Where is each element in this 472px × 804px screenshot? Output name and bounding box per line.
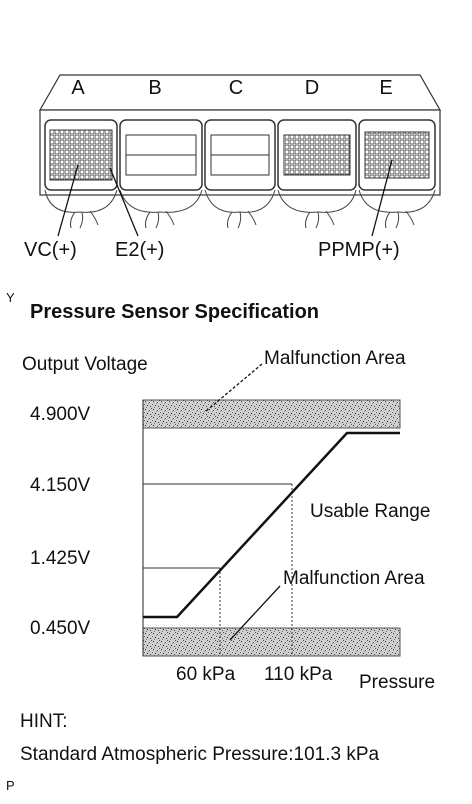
x-tick-110: 110 kPa [264,664,333,685]
socket-b [119,119,203,191]
malfunction-band-top [142,399,401,429]
wire-harness [44,189,436,229]
y-tick-4150: 4.150V [30,475,91,496]
x-tick-60: 60 kPa [176,664,236,685]
malfunction-bottom-leader [229,585,281,641]
socket-c [204,119,276,191]
connector-label-d: D [305,77,319,99]
malfunction-band-bottom [142,627,401,657]
terminal-ppmp: PPMP(+) [318,239,400,261]
corner-mark-bottom: P [6,778,15,793]
hint-label: HINT: [20,711,68,732]
y-tick-4900: 4.900V [30,404,91,425]
spec-title: Pressure Sensor Specification [30,301,319,323]
sensor-output-line [143,431,400,619]
socket-d [277,119,357,191]
y-axis-label: Output Voltage [22,354,148,375]
connector-label-a: A [71,77,85,99]
ecu-connector: A B C D E [24,74,442,261]
y-tick-0450: 0.450V [30,618,91,639]
hint-text: Standard Atmospheric Pressure:101.3 kPa [20,744,380,765]
usable-range-label: Usable Range [310,501,430,522]
terminal-e2: E2(+) [115,239,164,261]
x-axis-label: Pressure [359,672,435,693]
connector-label-c: C [229,77,243,99]
socket-e [358,119,436,191]
y-tick-1425: 1.425V [30,548,91,569]
connector-label-b: B [148,77,161,99]
socket-a [44,119,118,191]
malfunction-top-leader [204,363,263,413]
corner-mark-top: Y [6,290,15,305]
malfunction-area-top-label: Malfunction Area [264,348,406,369]
connector-label-e: E [379,77,392,99]
terminal-leaders [57,159,393,237]
malfunction-area-bottom-label: Malfunction Area [283,568,425,589]
terminal-vc: VC(+) [24,239,77,261]
